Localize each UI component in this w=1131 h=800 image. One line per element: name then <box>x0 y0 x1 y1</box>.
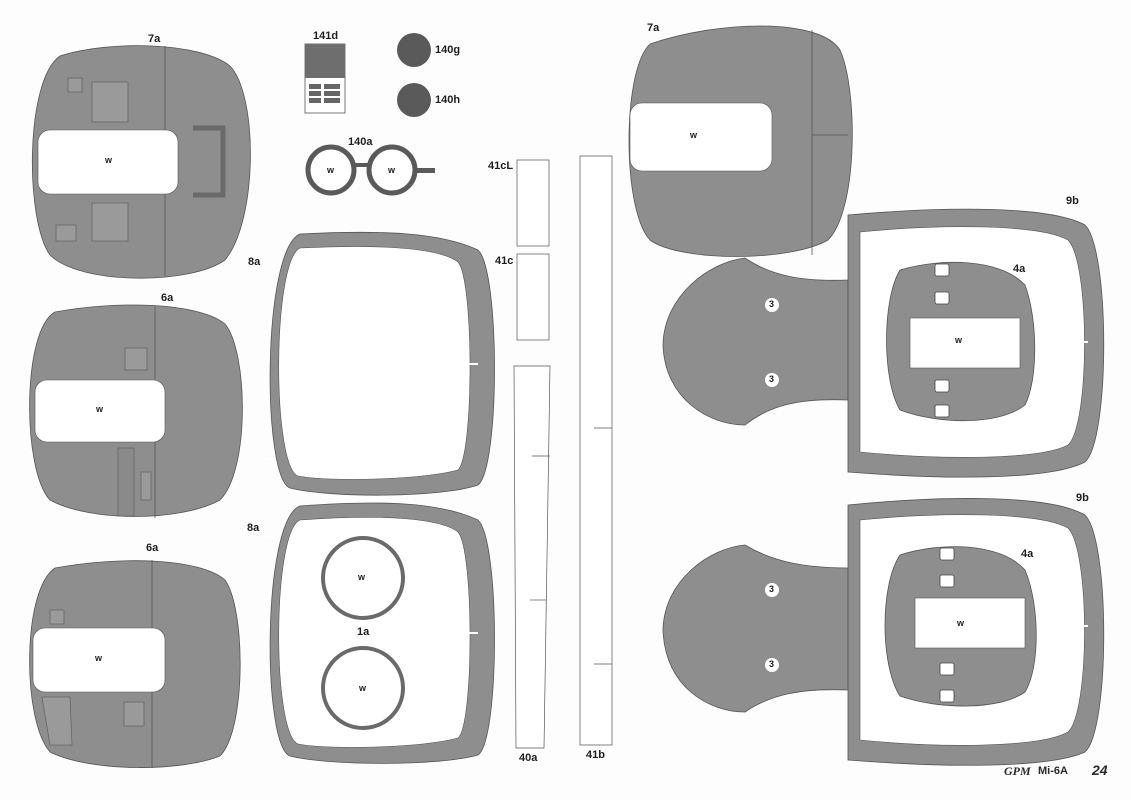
window-mark: w <box>690 130 698 140</box>
label-140g: 140g <box>435 44 461 56</box>
label-7a-right: 7a <box>647 22 660 34</box>
label-6a-mid: 6a <box>161 292 174 304</box>
tab-mark: 3 <box>769 659 775 669</box>
part-8a-top <box>263 231 495 496</box>
part-6a-mid <box>29 304 243 518</box>
part-9b-top <box>662 208 1105 478</box>
label-4a-top: 4a <box>1013 263 1026 275</box>
window-mark: w <box>359 683 367 693</box>
part-141d <box>304 43 346 114</box>
footer-brand: GPM <box>1004 764 1031 778</box>
part-9b-bottom <box>662 498 1105 766</box>
tab-mark: 3 <box>769 374 775 384</box>
label-8a-bottom: 8a <box>247 522 260 534</box>
label-41c: 41c <box>495 255 514 267</box>
label-9b-top: 9b <box>1066 195 1079 207</box>
label-6a-bottom: 6a <box>146 542 159 554</box>
part-140h <box>397 83 431 117</box>
footer-page-number: 24 <box>1092 762 1108 778</box>
window-mark: w <box>96 404 104 414</box>
window-mark: w <box>95 653 103 663</box>
label-140h: 140h <box>435 94 461 106</box>
label-41b: 41b <box>586 749 605 761</box>
part-41c <box>516 253 550 341</box>
part-140a <box>305 144 435 196</box>
part-40a <box>513 365 551 749</box>
label-1a: 1a <box>357 626 370 638</box>
part-7a-right <box>628 25 853 257</box>
part-140g <box>397 33 431 67</box>
label-4a-bottom: 4a <box>1021 548 1034 560</box>
window-mark: w <box>388 165 396 175</box>
label-41cL: 41cL <box>488 160 514 172</box>
part-41b <box>579 155 613 746</box>
label-141d: 141d <box>313 30 339 42</box>
part-41cL <box>516 159 550 247</box>
part-8a-bottom <box>263 502 495 764</box>
window-mark: w <box>327 165 335 175</box>
part-6a-bottom <box>29 560 241 768</box>
window-mark: w <box>358 572 366 582</box>
window-mark: w <box>105 155 113 165</box>
label-140a: 140a <box>348 136 373 148</box>
tab-mark: 3 <box>769 584 775 594</box>
window-mark: w <box>957 618 965 628</box>
window-mark: w <box>955 335 963 345</box>
label-40a: 40a <box>519 752 538 764</box>
footer-model: Mi-6A <box>1038 765 1068 777</box>
label-9b-bottom: 9b <box>1076 492 1089 504</box>
label-8a-top: 8a <box>248 256 261 268</box>
tab-mark: 3 <box>769 299 775 309</box>
label-7a-left: 7a <box>148 33 161 45</box>
part-7a-left <box>31 45 251 279</box>
